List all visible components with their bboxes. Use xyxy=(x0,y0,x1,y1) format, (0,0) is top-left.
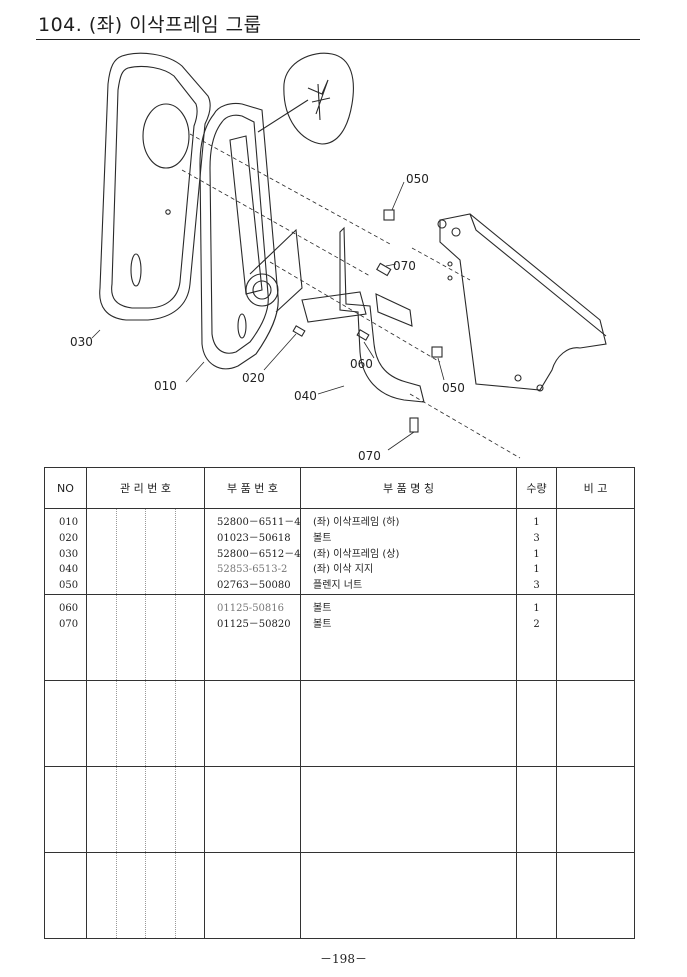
header-part-name: 부 품 명 칭 xyxy=(300,467,517,509)
page-number: －198－ xyxy=(320,952,367,966)
callout-070-top: 070 xyxy=(393,259,416,273)
table-row-empty xyxy=(44,852,635,939)
parts-list-table: NO 관 리 번 호 부 품 번 호 부 품 명 칭 수량 비 고 010 02… xyxy=(44,467,635,939)
leader-lines xyxy=(91,181,445,451)
row-part-no: 52853-6513-2 xyxy=(217,564,288,576)
detail-circle xyxy=(257,52,354,145)
table-row: 010 020 030 040 050 52800－6511－4 01023－5… xyxy=(44,508,635,595)
alignment-lines xyxy=(181,133,521,459)
table-row-empty xyxy=(44,680,635,767)
row-no: 030 xyxy=(59,548,79,560)
row-qty: 2 xyxy=(533,618,540,630)
support-arm-part-040 xyxy=(301,226,425,403)
page-title: 104. (좌) 이삭프레임 그룹 xyxy=(38,14,262,36)
title-rule xyxy=(36,39,640,40)
row-name: (좌) 이삭 지지 xyxy=(313,564,374,576)
row-qty: 1 xyxy=(533,564,540,576)
frame-lower-part-010 xyxy=(199,102,303,370)
row-no: 050 xyxy=(59,580,79,592)
row-name: (좌) 이삭프레임 (하) xyxy=(313,517,400,528)
callout-050-bottom: 050 xyxy=(442,381,465,395)
header-remark: 비 고 xyxy=(556,467,635,509)
row-name: 볼트 xyxy=(313,532,332,544)
frame-upper-part-030 xyxy=(99,52,211,321)
row-no: 010 xyxy=(59,517,79,528)
row-no: 070 xyxy=(59,618,79,630)
row-qty: 1 xyxy=(533,517,540,528)
table-header-row: NO 관 리 번 호 부 품 번 호 부 품 명 칭 수량 비 고 xyxy=(44,467,635,509)
row-part-no: 02763－50080 xyxy=(217,580,291,592)
row-part-no: 52800－6511－4 xyxy=(217,517,300,528)
table-row-empty xyxy=(44,766,635,853)
header-no: NO xyxy=(44,467,87,509)
callout-010: 010 xyxy=(154,379,177,393)
callout-020: 020 xyxy=(242,371,265,385)
row-qty: 3 xyxy=(533,580,540,592)
callout-labels: 050 070 030 010 020 040 060 050 070 xyxy=(70,172,465,463)
mounting-bracket xyxy=(437,213,607,392)
row-part-no: 01125－50820 xyxy=(217,618,291,630)
row-qty: 1 xyxy=(533,548,540,560)
row-part-no: 01023－50618 xyxy=(217,532,291,544)
header-part-no: 부 품 번 호 xyxy=(204,467,301,509)
callout-030: 030 xyxy=(70,335,93,349)
row-name: 볼트 xyxy=(313,618,332,630)
exploded-parts-diagram: 050 070 030 010 020 040 060 050 070 xyxy=(40,44,640,468)
callout-060: 060 xyxy=(350,357,373,371)
fasteners xyxy=(292,209,443,433)
row-qty: 1 xyxy=(533,603,540,614)
table-row: 060 070 01125-50816 01125－50820 볼트 볼트 1 … xyxy=(44,594,635,681)
row-part-no: 52800－6512－4 xyxy=(217,548,300,560)
row-qty: 3 xyxy=(533,532,540,544)
header-mgmt-no: 관 리 번 호 xyxy=(86,467,205,509)
callout-070-bottom: 070 xyxy=(358,449,381,463)
callout-050-top: 050 xyxy=(406,172,429,186)
callout-040: 040 xyxy=(294,389,317,403)
header-qty: 수량 xyxy=(516,467,557,509)
row-no: 020 xyxy=(59,532,79,544)
row-no: 060 xyxy=(59,603,79,614)
row-name: 볼트 xyxy=(313,603,332,614)
row-name: 플렌지 너트 xyxy=(313,580,363,592)
row-no: 040 xyxy=(59,564,79,576)
row-part-no: 01125-50816 xyxy=(217,603,285,614)
row-name: (좌) 이삭프레임 (상) xyxy=(313,548,400,560)
